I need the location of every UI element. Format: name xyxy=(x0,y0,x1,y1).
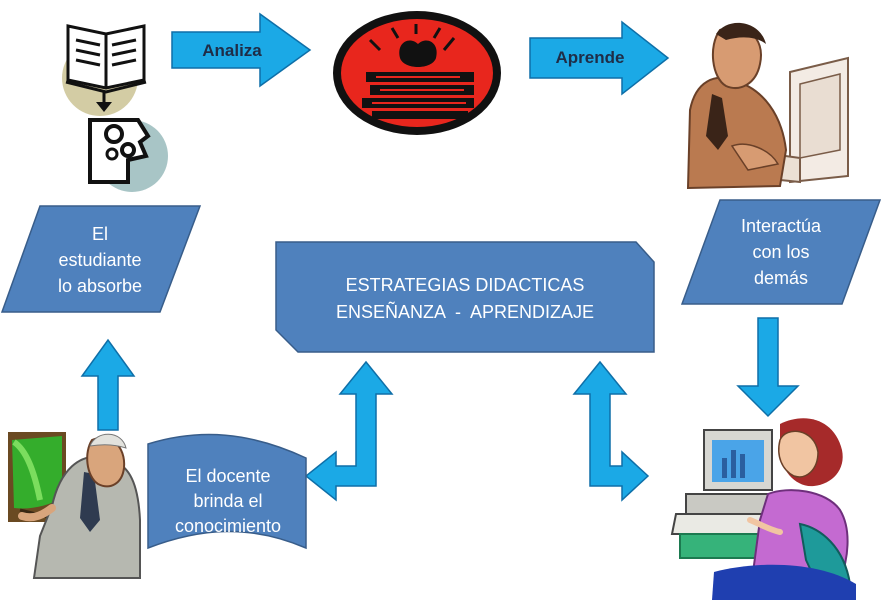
open-book-icon xyxy=(62,24,147,116)
arrow-up-left xyxy=(80,338,136,431)
box-docente-line-2: brinda el xyxy=(193,491,262,511)
elbow-arrow-docente-central xyxy=(304,360,394,502)
box-estudiante-line-3: lo absorbe xyxy=(58,276,142,296)
woman-at-computer-icon xyxy=(670,418,856,600)
arrow-analiza: Analiza xyxy=(171,12,312,88)
box-docente-line-1: El docente xyxy=(185,466,270,486)
arrow-aprende: Aprende xyxy=(529,20,670,96)
arrow-down-right xyxy=(736,317,800,418)
box-central-line-1: ESTRATEGIAS DIDACTICAS xyxy=(346,275,585,295)
box-central-line-2: ENSEÑANZA - APRENDIZAJE xyxy=(336,301,594,322)
arrow-analiza-label: Analiza xyxy=(202,41,262,60)
box-docente-line-3: conocimiento xyxy=(175,516,281,536)
box-interactua: Interactúa con los demás xyxy=(680,199,882,305)
box-estudiante: El estudiante lo absorbe xyxy=(0,205,202,313)
thinking-head-icon xyxy=(88,118,168,192)
box-interactua-line-3: demás xyxy=(754,268,808,288)
man-at-computer-icon xyxy=(686,22,849,190)
box-interactua-line-2: con los xyxy=(752,242,809,262)
arrow-aprende-label: Aprende xyxy=(556,48,625,67)
elbow-arrow-central-interaction xyxy=(572,360,650,502)
box-estudiante-line-1: El xyxy=(92,224,108,244)
box-interactua-line-1: Interactúa xyxy=(741,216,822,236)
teacher-at-board-icon xyxy=(8,432,141,579)
box-docente: El docente brinda el conocimiento xyxy=(147,433,307,550)
box-central: ESTRATEGIAS DIDACTICAS ENSEÑANZA - APREN… xyxy=(275,241,655,353)
apple-books-icon xyxy=(333,11,501,135)
box-estudiante-line-2: estudiante xyxy=(58,250,141,270)
